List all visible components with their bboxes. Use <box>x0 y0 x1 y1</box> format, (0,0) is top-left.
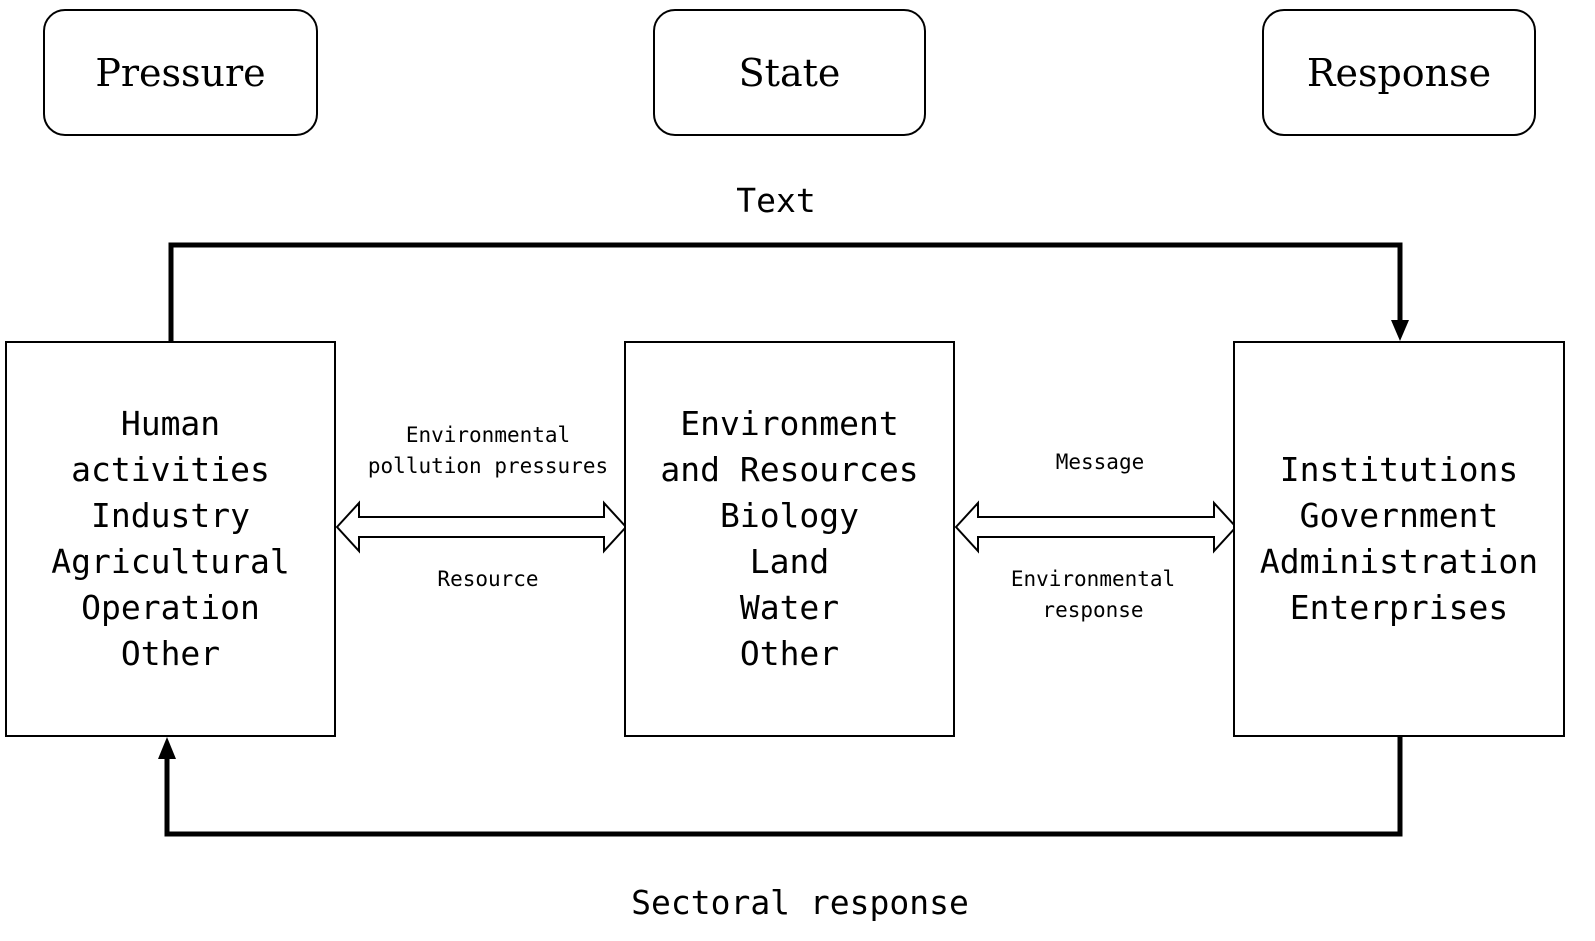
response-item: Administration <box>1259 542 1539 581</box>
pressure-item: Human <box>120 404 221 443</box>
pressure-item: activities <box>71 450 270 489</box>
bottom-feedback-arrow-line <box>164 737 1403 837</box>
state-item: Biology <box>719 496 860 535</box>
top-feedback-label: Text <box>736 181 816 220</box>
response-box: Institutions Government Administration E… <box>1233 341 1565 737</box>
pressure-item: Industry <box>91 496 250 535</box>
state-item: Water <box>739 588 840 627</box>
pressure-state-double-arrow <box>335 500 628 554</box>
pressure-header: Pressure <box>43 9 318 136</box>
pressure-item: Other <box>120 634 221 673</box>
state-response-bottom-label: Environmental response <box>1010 567 1176 622</box>
state-box: Environment and Resources Biology Land W… <box>624 341 955 737</box>
state-item: Land <box>749 542 830 581</box>
pressure-box: Human activities Industry Agricultural O… <box>5 341 336 737</box>
response-header: Response <box>1262 9 1536 136</box>
state-response-double-arrow <box>954 500 1238 554</box>
top-feedback-arrowhead <box>1391 320 1409 341</box>
bottom-feedback-label: Sectoral response <box>631 883 969 922</box>
state-item: Other <box>739 634 840 673</box>
response-item: Institutions <box>1279 450 1519 489</box>
state-header: State <box>653 9 926 136</box>
response-item: Government <box>1299 496 1499 535</box>
state-item: Environment <box>680 404 899 443</box>
state-response-top-label: Message <box>1055 450 1145 474</box>
pressure-item: Agricultural <box>51 542 290 581</box>
state-item: and Resources <box>660 450 919 489</box>
pressure-state-top-label: Environmental pollution pressures <box>367 423 609 478</box>
top-feedback-arrow-line <box>168 242 1403 341</box>
bottom-feedback-arrowhead <box>158 737 176 759</box>
pressure-state-bottom-label: Resource <box>437 567 539 591</box>
pressure-item: Operation <box>81 588 260 627</box>
response-item: Enterprises <box>1289 588 1509 627</box>
